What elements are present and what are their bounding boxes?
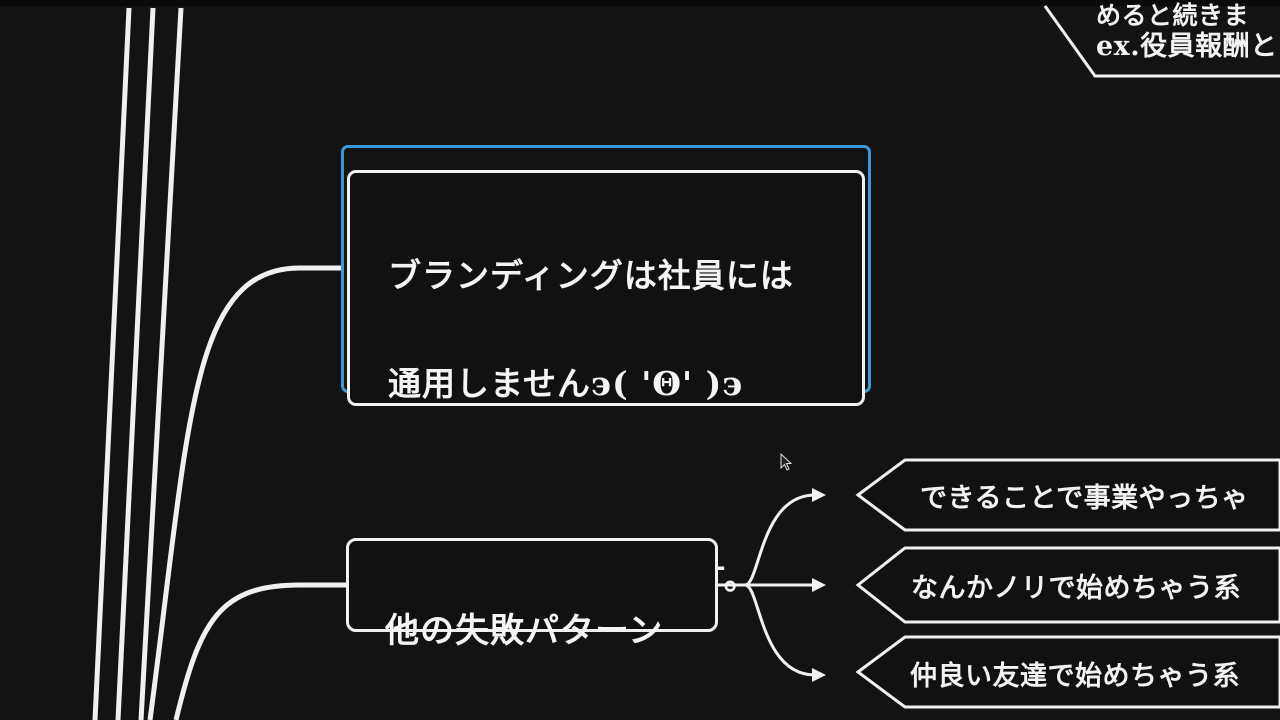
top-right-label-1: めると続きま [1096,1,1250,30]
selected-node-line-2: 通用しません϶( 'Θ' )϶ [388,364,744,403]
trunk-line-1 [92,7,132,720]
trunk-line-3 [138,7,184,720]
branch-to-failure [173,582,348,720]
arrowhead-3 [812,668,826,682]
failure-patterns-label: 他の失敗パターン [385,611,664,651]
branch-label-3[interactable]: 仲良い友達で始めちゃう系 [910,661,1240,692]
top-right-box [1043,5,1280,78]
mouse-cursor-icon [780,453,793,471]
branch-box-3 [855,635,1280,709]
branch-box-1 [855,458,1280,532]
selected-node-line-1: ブランディングは社員には [388,256,794,295]
arrowhead-2 [812,578,826,592]
branch-box-2 [855,546,1280,624]
selected-node-branding[interactable]: ブランディングは社員には 通用しません϶( 'Θ' )϶ ここで爆死も多いです。 [341,145,871,597]
failure-patterns-node[interactable]: 他の失敗パターン [346,538,718,651]
top-right-label-2: ex.役員報酬と [1096,31,1278,62]
branch-label-2[interactable]: なんかノリで始めちゃう系 [911,573,1241,604]
arrow-to-branch-3 [716,583,816,677]
selected-node-text: ブランディングは社員には 通用しません϶( 'Θ' )϶ ここで爆死も多いです。 [347,170,865,597]
top-border [0,0,1280,6]
arrowhead-1 [812,488,826,502]
branch-label-1[interactable]: できることで事業やっちゃ [920,483,1249,514]
trunk-line-2 [115,7,156,720]
branch-to-selected [147,265,344,720]
